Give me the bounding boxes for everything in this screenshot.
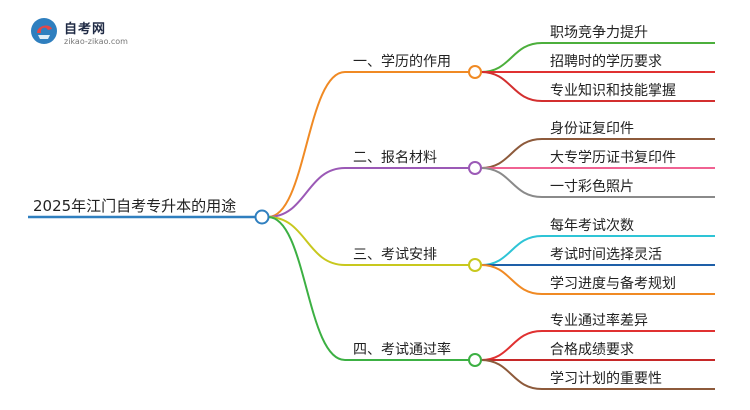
branch-node-1[interactable]: [468, 65, 482, 79]
site-logo[interactable]: 自考网 zikao-zikao.com: [28, 15, 148, 55]
logo-url: zikao-zikao.com: [64, 37, 128, 46]
branch-connector-3: [267, 216, 346, 266]
branch-connector-4: [267, 216, 346, 361]
branch-node-4[interactable]: [468, 353, 482, 367]
child-label-4-2: 合格成绩要求: [550, 342, 634, 358]
logo-name: 自考网: [64, 22, 107, 37]
child-label-4-1: 专业通过率差异: [550, 312, 648, 329]
child-label-1-3: 专业知识和技能掌握: [550, 82, 676, 99]
mind-map-edges: [28, 42, 715, 390]
child-connector-2-3: [480, 167, 543, 198]
branch-label-2: 二、报名材料: [353, 150, 437, 166]
root-node-label: 2025年江门自考专升本的用途: [33, 197, 236, 215]
child-label-2-1: 身份证复印件: [550, 120, 634, 137]
branch-label-4: 四、考试通过率: [353, 341, 451, 358]
child-label-3-1: 每年考试次数: [550, 218, 634, 234]
branch-connector-1: [267, 71, 346, 218]
mind-map-labels: 2025年江门自考专升本的用途 一、学历的作用 职场竞争力提升招聘时的学历要求专业知…: [33, 24, 676, 387]
child-connector-4-3: [480, 359, 543, 390]
branch-node-2[interactable]: [468, 161, 482, 175]
logo-mark-icon: [31, 18, 57, 44]
branch-label-1: 一、学历的作用: [353, 54, 451, 70]
child-label-1-2: 招聘时的学历要求: [550, 54, 662, 70]
child-label-2-3: 一寸彩色照片: [550, 178, 634, 195]
child-connector-4-1: [480, 330, 543, 361]
child-connector-1-1: [480, 42, 543, 73]
root-node[interactable]: [254, 209, 270, 225]
branch-connector-2: [267, 167, 346, 218]
branch-node-3[interactable]: [468, 258, 482, 272]
child-label-2-2: 大专学历证书复印件: [550, 149, 676, 166]
child-connector-1-3: [480, 71, 543, 102]
child-connector-2-1: [480, 138, 543, 169]
child-connector-3-1: [480, 235, 543, 266]
branch-label-3: 三、考试安排: [353, 247, 437, 263]
child-label-4-3: 学习计划的重要性: [550, 371, 662, 387]
child-label-3-3: 学习进度与备考规划: [550, 275, 676, 292]
child-connector-3-3: [480, 264, 543, 295]
child-label-3-2: 考试时间选择灵活: [550, 247, 662, 263]
child-label-1-1: 职场竞争力提升: [550, 24, 648, 41]
